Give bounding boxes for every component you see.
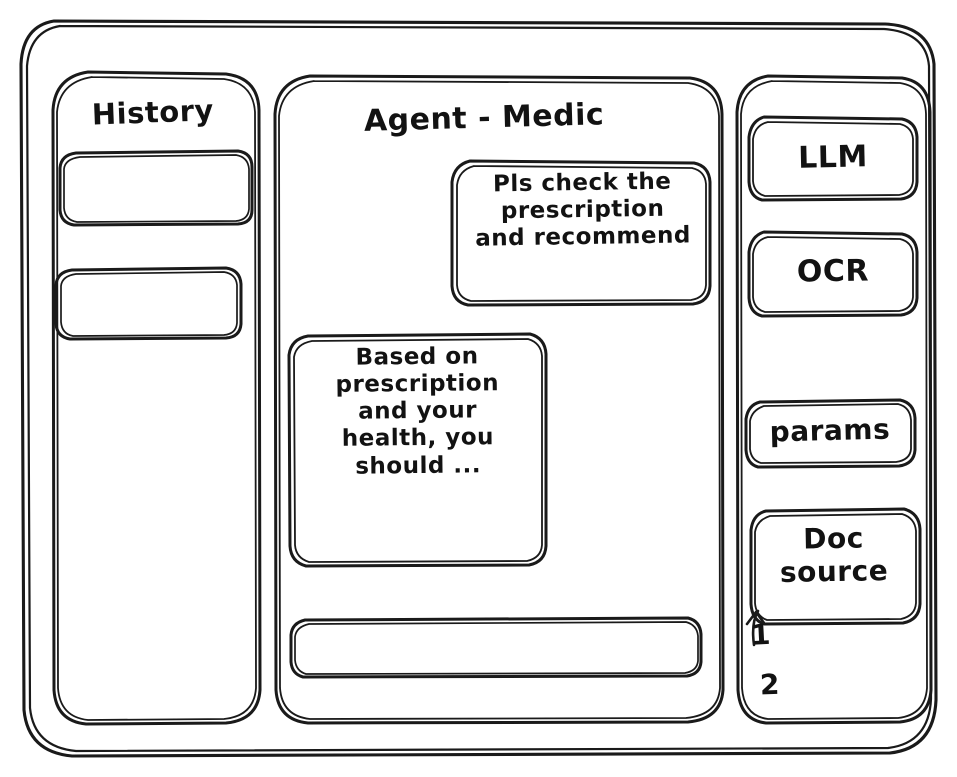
history-panel-title: History <box>91 93 215 132</box>
assistant-message-text: Based on prescription and your health, y… <box>335 343 500 480</box>
ocr-button-label: OCR <box>796 253 870 290</box>
user-message-text: Pls check the prescription and recommend <box>475 168 692 252</box>
params-button-label: params <box>769 412 891 449</box>
message-input[interactable] <box>291 618 701 676</box>
agent-panel-title: Agent - Medic <box>363 97 605 139</box>
doc-source-item[interactable]: 2 <box>759 667 781 702</box>
doc-source-item[interactable]: 1 <box>750 617 772 652</box>
llm-button-label: LLM <box>797 139 869 176</box>
history-item[interactable] <box>56 268 240 338</box>
doc-source-button-label: Doc source <box>779 521 889 589</box>
history-item[interactable] <box>60 152 252 224</box>
